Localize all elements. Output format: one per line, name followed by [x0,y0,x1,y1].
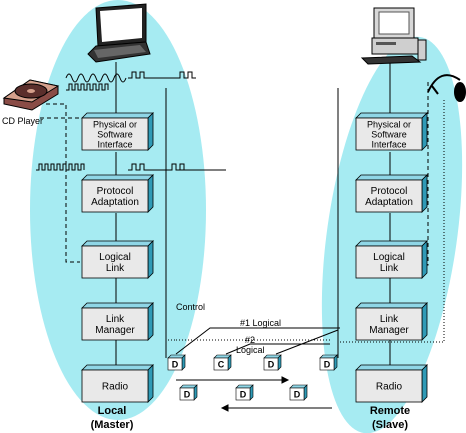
local-box-label: Physical or [93,120,137,130]
local-box-label: Manager [95,325,135,336]
remote-box-label: Adaptation [365,197,413,208]
local-box-label: Logical [99,252,131,263]
packet-box: D [179,384,198,401]
packet-label: D [324,360,331,370]
remote-box-label: Interface [371,140,406,150]
remote-box-label: Logical [373,252,405,263]
remote-caption: Remote [370,405,410,417]
remote-caption-role: (Slave) [372,419,408,431]
local-box-label: Protocol [97,186,134,197]
packet-label: D [294,390,301,400]
packet-box: D [235,384,254,401]
packet-wave-mid [128,163,188,171]
local-box-label: Adaptation [91,197,139,208]
remote-box-label: Manager [369,325,409,336]
local-box-label: Radio [102,382,129,393]
packet-box: D [263,354,282,371]
packet-label: D [268,360,275,370]
remote-box-label: Link [380,263,399,274]
local-box-radio: Radio [81,364,154,403]
cd-player-label: CD Player [2,116,43,126]
logical1-label: #1 Logical [240,318,281,328]
packet-box: D [167,354,186,371]
analog-wave-top [65,73,127,83]
desktop-computer-icon [360,7,427,65]
digital-wave-mid [36,163,85,171]
packet-label: D [240,390,247,400]
logical2-label-2: Logical [236,345,265,355]
logical2-label: #2 [245,335,255,345]
remote-box-label: Software [371,130,407,140]
local-box-label: Software [97,130,133,140]
remote-box-label: Physical or [367,120,411,130]
local-box-label: Interface [97,140,132,150]
local-caption-role: (Master) [91,419,134,431]
remote-box-radio: Radio [355,364,428,403]
control-link-label: Control [176,302,205,312]
packet-box: D [289,384,308,401]
packet-label: D [172,360,179,370]
laptop-icon [87,3,151,63]
local-box-label: Link [106,314,125,325]
local-box-label: Link [106,263,125,274]
local-caption: Local [98,405,127,417]
digital-wave-top [66,83,109,91]
headset-icon [427,74,466,102]
packet-wave-top [128,71,196,79]
packet-label: C [218,360,225,370]
packet-label: D [184,390,191,400]
packet-box: C [213,354,232,371]
cd-player-icon [2,79,60,111]
packet-box: D [319,354,338,371]
remote-box-label: Protocol [371,186,408,197]
remote-box-label: Link [380,314,399,325]
remote-box-label: Radio [376,382,403,393]
